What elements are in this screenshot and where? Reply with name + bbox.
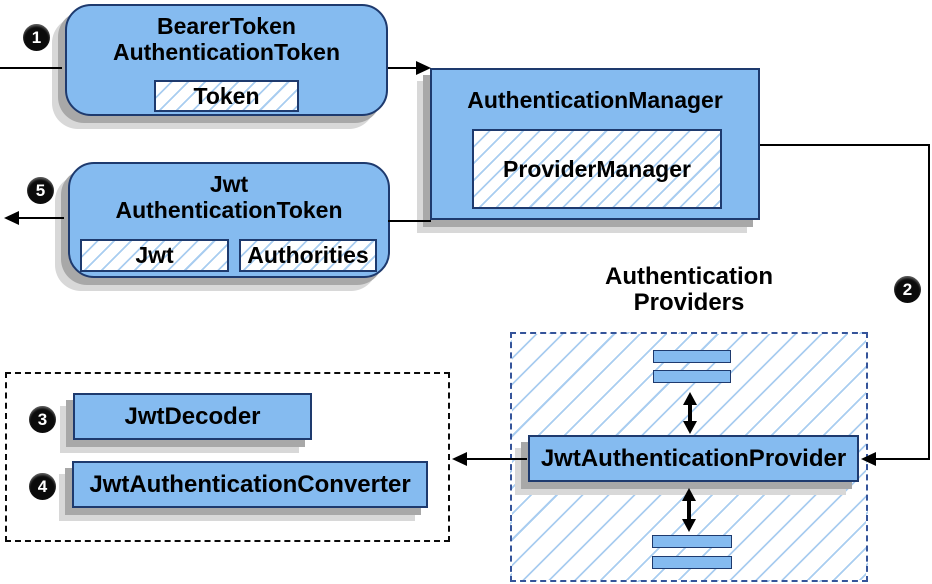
arrowhead-outgoing: [4, 211, 19, 225]
provider-stack-bar-bottom-2: [652, 556, 732, 569]
authentication-manager-title: AuthenticationManager: [467, 87, 723, 113]
authorities-field-label: Authorities: [247, 242, 369, 268]
node-bearer-token-authentication-token: BearerToken AuthenticationToken Token: [65, 4, 388, 116]
jwt-beans-group: [5, 372, 450, 542]
node-jwt-authentication-token: Jwt AuthenticationToken Jwt Authorities: [68, 162, 390, 278]
step-5-badge: 5: [27, 177, 54, 204]
step-2-badge: 2: [894, 276, 921, 303]
bearer-token-title: BearerToken AuthenticationToken: [112, 13, 340, 65]
step-1-badge: 1: [23, 24, 50, 51]
step-3-badge: 3: [29, 406, 56, 433]
token-field-label: Token: [193, 82, 260, 109]
node-jwt-decoder: JwtDecoder: [73, 393, 312, 440]
token-field: Token: [154, 80, 299, 112]
authorities-field: Authorities: [239, 239, 377, 272]
provider-manager-label: ProviderManager: [503, 155, 691, 182]
provider-manager-field: ProviderManager: [472, 129, 722, 209]
provider-stack-bar-top-2: [653, 370, 731, 383]
jwt-field: Jwt: [80, 239, 229, 272]
node-jwt-authentication-converter: JwtAuthenticationConverter: [72, 461, 428, 508]
arrowhead-into-beans-group: [452, 452, 467, 466]
jwt-authentication-token-title: Jwt AuthenticationToken: [115, 171, 343, 223]
node-jwt-authentication-provider: JwtAuthenticationProvider: [528, 435, 859, 482]
step-4-badge: 4: [29, 473, 56, 500]
provider-stack-bar-bottom-1: [652, 535, 732, 548]
arrowhead-into-manager: [416, 61, 431, 75]
authentication-providers-label: Authentication Providers: [605, 263, 773, 316]
node-authentication-manager: AuthenticationManager ProviderManager: [430, 68, 760, 220]
provider-stack-bar-top-1: [653, 350, 731, 363]
jwt-field-label: Jwt: [135, 242, 174, 268]
